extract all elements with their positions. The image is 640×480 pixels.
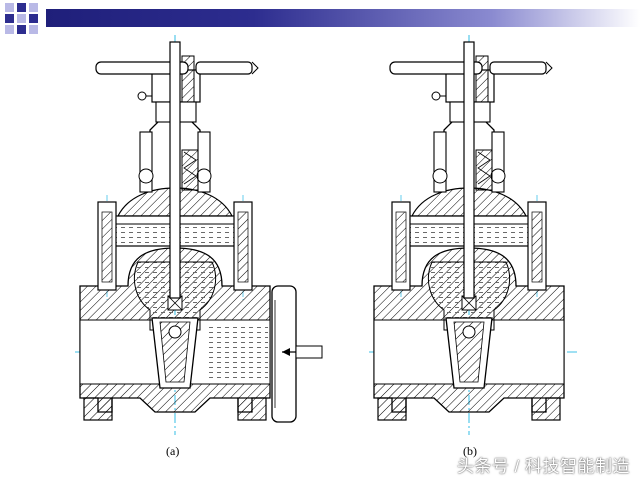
- valve-view-a: [74, 34, 323, 436]
- title-bar-square: [29, 3, 38, 12]
- title-bar-square: [17, 25, 26, 34]
- valve-view-b: [368, 34, 580, 436]
- title-bar-square: [29, 25, 38, 34]
- title-bar-square: [5, 25, 14, 34]
- title-bar-square: [5, 14, 14, 23]
- caption-b: (b): [463, 444, 477, 458]
- title-bar-square: [5, 3, 14, 12]
- title-bar-square: [29, 14, 38, 23]
- title-bar-square: [17, 3, 26, 12]
- slide-title-bar: [0, 0, 640, 34]
- title-bar-square: [17, 14, 26, 23]
- watermark: 头条号 / 科技智能制造: [456, 457, 630, 476]
- title-bar-gradient: [46, 9, 640, 27]
- caption-a: (a): [166, 444, 180, 458]
